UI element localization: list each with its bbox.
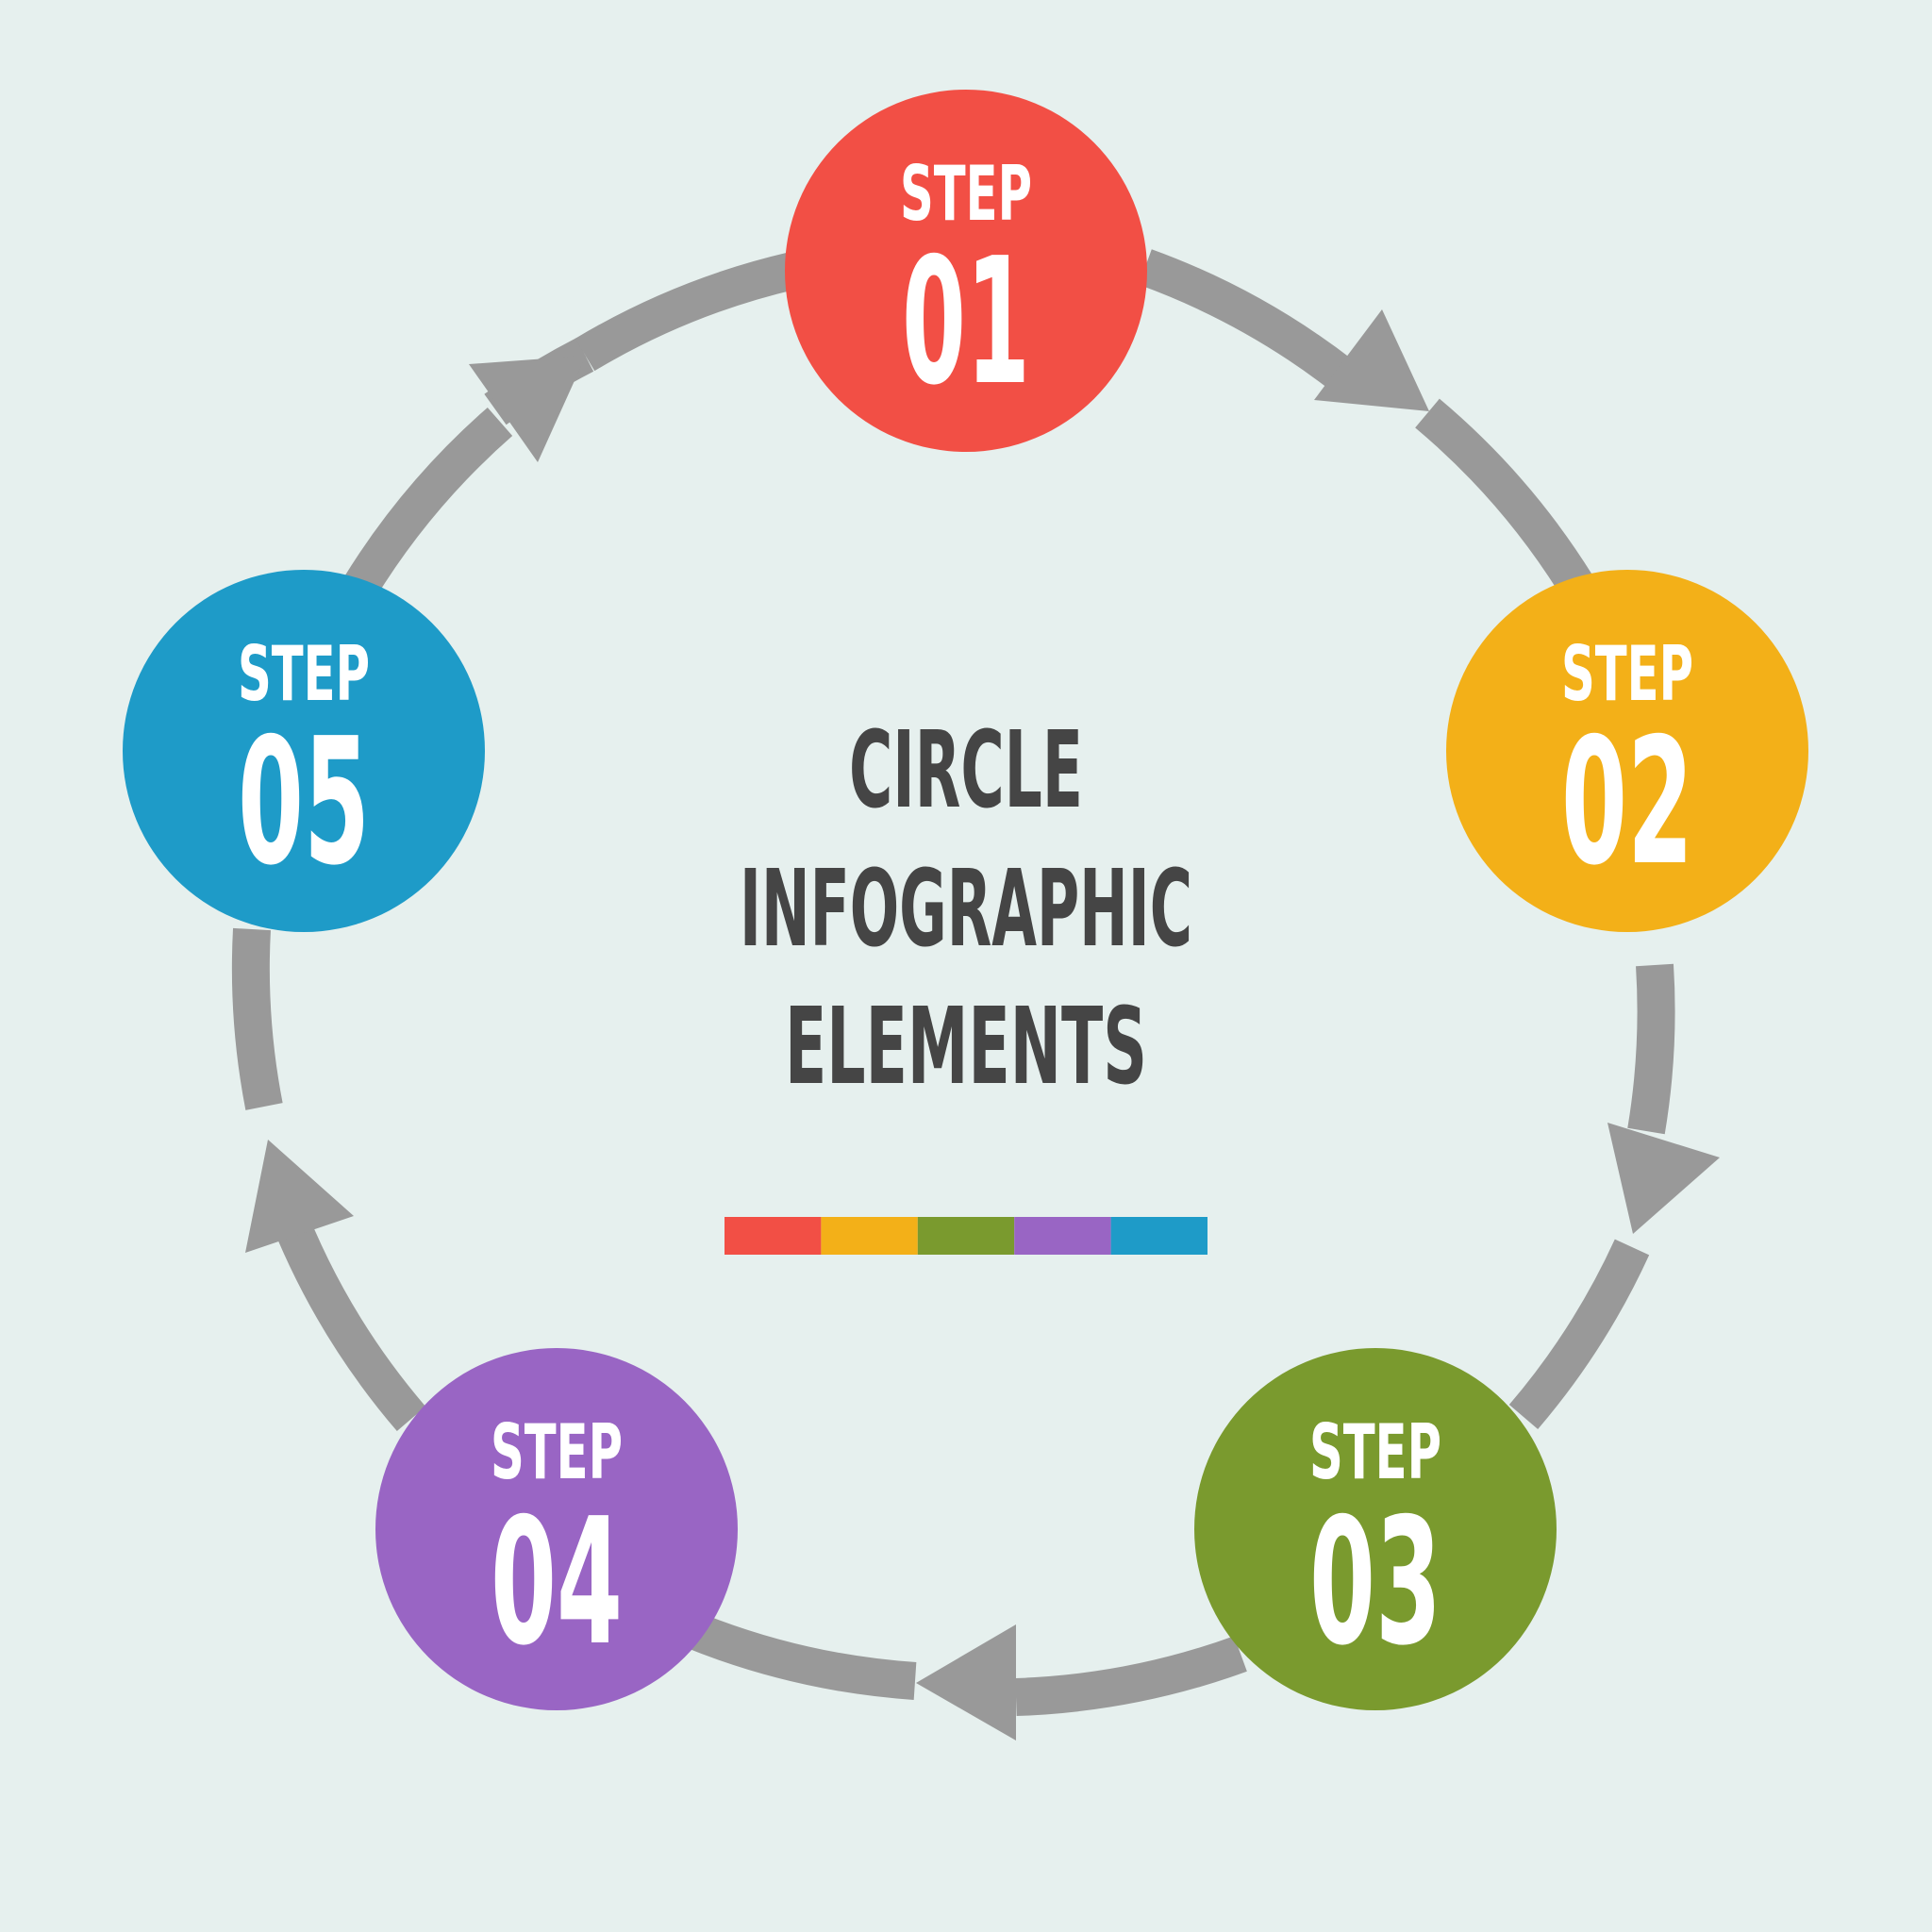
palette-swatch-green: [917, 1217, 1015, 1255]
step-04-label: STEP: [491, 1408, 623, 1496]
arrowhead-to-step02: [1314, 309, 1429, 411]
step-02: STEP 02: [1446, 570, 1808, 932]
title-line-1: CIRCLE: [849, 709, 1083, 832]
arc-step02-to-step03: [1627, 963, 1675, 1135]
arc-step05-to-step01-join: [575, 252, 797, 372]
step-04-number: 04: [491, 1480, 623, 1684]
palette-swatch-purple: [1014, 1217, 1111, 1255]
palette-swatch-blue: [1110, 1217, 1208, 1255]
step-04: STEP 04: [375, 1348, 738, 1710]
arrowhead-to-step01: [469, 356, 586, 462]
arc-step01-to-step02-tail: [1415, 398, 1592, 595]
step-03: STEP 03: [1194, 1348, 1557, 1710]
step-01-circle: [785, 90, 1147, 452]
step-01-number: 01: [902, 220, 1030, 424]
center-title: CIRCLE INFOGRAPHIC ELEMENTS: [740, 709, 1192, 1108]
step-01: STEP 01: [785, 90, 1147, 452]
step-05-circle: [123, 570, 485, 932]
arc-step05-to-step01-tail: [341, 407, 513, 600]
arc-step03-to-step04: [1015, 1636, 1247, 1716]
step-02-circle: [1446, 570, 1808, 932]
arc-step02-to-step03-tail: [1508, 1239, 1650, 1430]
step-02-number: 02: [1561, 700, 1693, 904]
step-05-number: 05: [238, 700, 370, 904]
step-04-circle: [375, 1348, 738, 1710]
title-line-2: INFOGRAPHIC: [740, 848, 1192, 971]
title-line-3: ELEMENTS: [785, 986, 1147, 1108]
step-03-circle: [1194, 1348, 1557, 1710]
palette-swatch-yellow: [821, 1217, 918, 1255]
arc-step01-to-step02: [1139, 249, 1356, 391]
palette-swatch-red: [724, 1217, 822, 1255]
step-02-label: STEP: [1561, 630, 1693, 718]
palette-bar: [724, 1217, 1208, 1255]
arc-step04-to-step05: [266, 1197, 426, 1432]
arrowhead-to-step05: [245, 1140, 354, 1253]
step-03-number: 03: [1309, 1480, 1441, 1684]
arrowheads: [245, 309, 1720, 1740]
arc-step04-to-step05-tail: [231, 927, 283, 1110]
arrowhead-to-step04: [916, 1624, 1016, 1740]
step-05-label: STEP: [238, 630, 370, 718]
step-01-label: STEP: [900, 150, 1032, 238]
step-03-label: STEP: [1309, 1408, 1441, 1496]
arrowhead-to-step03: [1607, 1123, 1720, 1234]
arc-step03-to-step04-tail: [683, 1611, 917, 1700]
step-05: STEP 05: [123, 570, 485, 932]
